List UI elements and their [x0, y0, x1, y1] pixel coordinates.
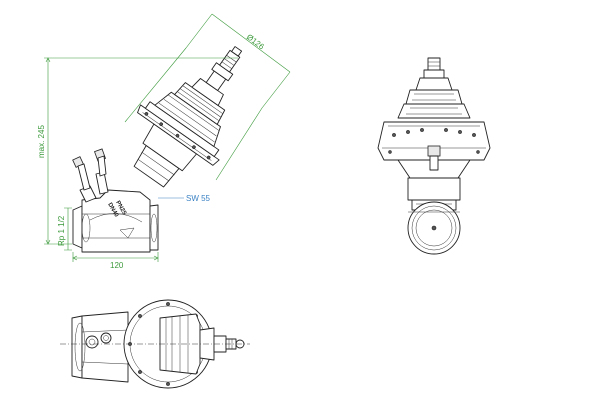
side-view: DN40 PN25 — [37, 13, 291, 270]
max-height-label: max. 245 — [37, 125, 46, 158]
side-view-test-ports — [72, 148, 109, 203]
wrench-size-label: SW 55 — [186, 194, 211, 203]
side-view-actuator — [133, 46, 243, 188]
side-view-valve-body: DN40 PN25 — [72, 189, 159, 253]
flange-diameter-label: Ø126 — [245, 32, 266, 51]
top-view — [60, 299, 250, 389]
front-view — [377, 57, 491, 255]
wrench-size-annotation: SW 55 — [158, 194, 211, 203]
length-label: 120 — [110, 261, 124, 270]
thread-size-label: Rp 1 1/2 — [57, 215, 66, 246]
